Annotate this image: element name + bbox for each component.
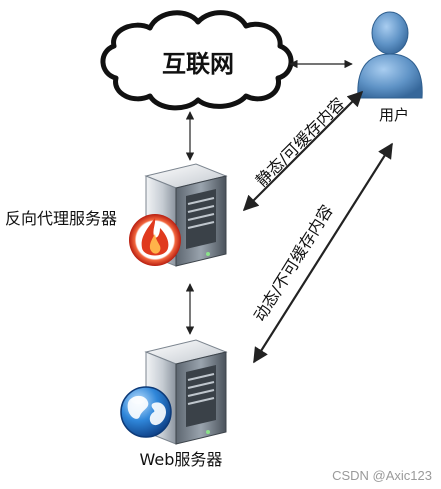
internet-cloud: 互联网 — [100, 10, 294, 111]
web-server-label: Web服务器 — [140, 450, 223, 469]
watermark: CSDN @Axic123 — [332, 468, 432, 483]
fire-icon — [129, 214, 181, 266]
globe-icon — [120, 386, 172, 438]
static-content-label: 静态/可缓存内容 — [252, 94, 348, 190]
internet-label: 互联网 — [162, 50, 234, 78]
dynamic-content-arrow — [253, 142, 393, 364]
user-icon — [357, 11, 423, 99]
reverse-proxy-node: 反向代理服务器 — [5, 163, 228, 267]
web-server-node: Web服务器 — [120, 339, 228, 469]
reverse-proxy-label: 反向代理服务器 — [5, 209, 117, 228]
user-label: 用户 — [379, 106, 409, 124]
user-node: 用户 — [357, 11, 423, 124]
connectors — [185, 59, 393, 364]
dynamic-content-label: 动态/不可缓存内容 — [250, 201, 337, 324]
